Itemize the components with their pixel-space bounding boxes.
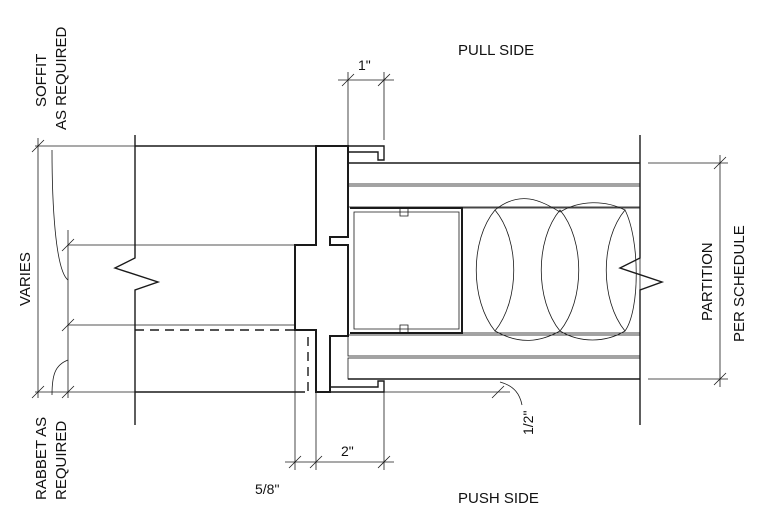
varies-label: VARIES bbox=[17, 252, 34, 306]
partition-label-line1: PARTITION bbox=[699, 242, 716, 321]
soffit-label-line2: AS REQUIRED bbox=[53, 26, 70, 130]
soffit-outline bbox=[113, 135, 316, 425]
dimension-half-inch: 1/2" bbox=[520, 411, 536, 435]
rabbet-label-line2: REQUIRED bbox=[53, 421, 70, 500]
rabbet-label-line1: RABBET AS bbox=[33, 417, 50, 500]
metal-stud bbox=[350, 207, 463, 334]
push-side-label: PUSH SIDE bbox=[458, 490, 539, 507]
wall-end-break-line bbox=[618, 135, 665, 425]
dimension-one-inch: 1" bbox=[358, 57, 371, 73]
dimension-lines bbox=[31, 72, 728, 470]
soffit-label-line1: SOFFIT bbox=[33, 54, 50, 107]
dimension-two-inch: 2" bbox=[341, 443, 354, 459]
batt-insulation bbox=[461, 198, 641, 341]
dimension-five-eighths: 5/8" bbox=[255, 481, 279, 497]
pull-side-label: PULL SIDE bbox=[458, 42, 534, 59]
gypsum-board-layers bbox=[347, 162, 641, 380]
partition-label-line2: PER SCHEDULE bbox=[731, 225, 748, 342]
hollow-metal-frame bbox=[294, 145, 385, 393]
